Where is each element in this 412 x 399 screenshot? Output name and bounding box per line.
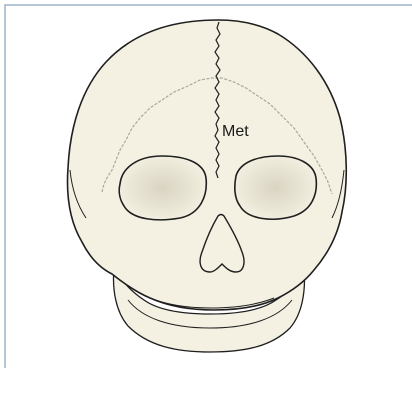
right-orbit — [235, 156, 317, 219]
left-orbit — [119, 156, 206, 220]
metopic-suture-label: Met — [222, 123, 249, 140]
